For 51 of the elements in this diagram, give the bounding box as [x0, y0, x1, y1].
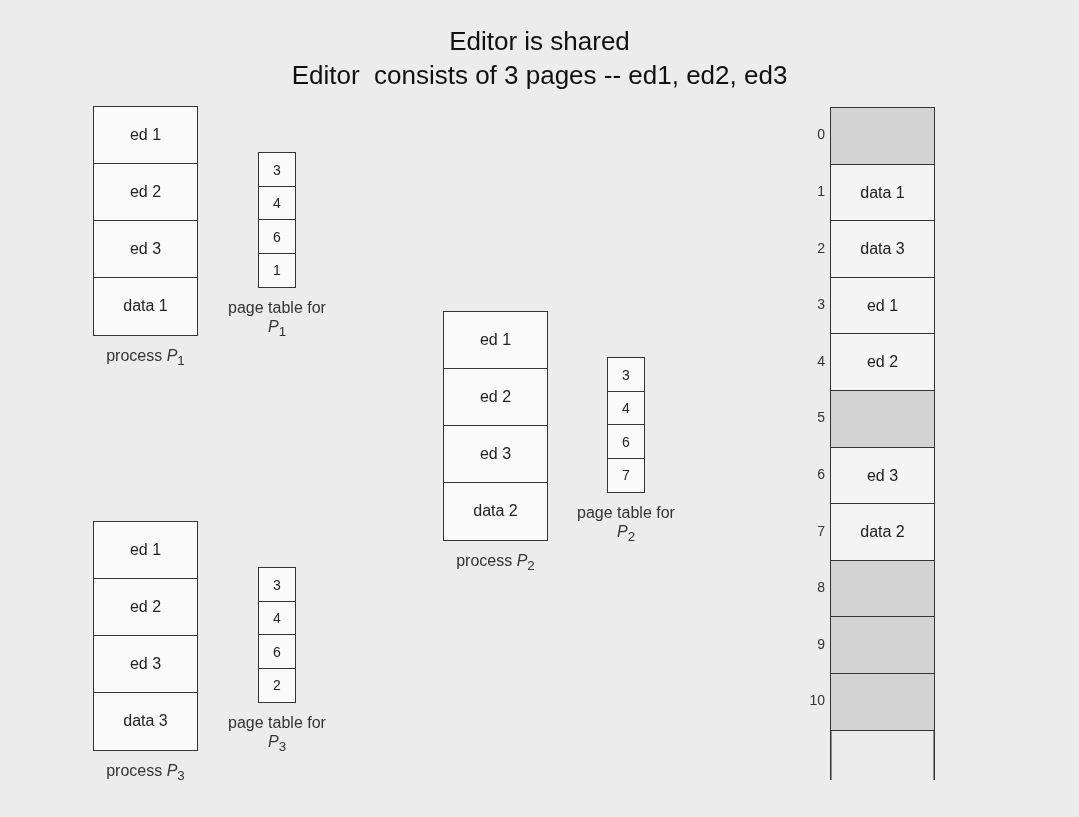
frame-number: 9 — [816, 635, 825, 652]
page-cell: ed 2 — [93, 578, 198, 637]
memory-frame — [830, 107, 935, 166]
page-cell: data 2 — [443, 482, 548, 541]
page-table-caption: page table for P$_{2}$ — [577, 503, 675, 547]
memory-frame: data 3 — [830, 220, 935, 279]
frame-number: 1 — [816, 182, 825, 199]
page-cell: ed 2 — [93, 163, 198, 222]
page-table-entry: 1 — [258, 252, 296, 288]
frame-number: 6 — [816, 465, 825, 482]
page-cell: ed 3 — [93, 220, 198, 279]
memory-frame: ed 2 — [830, 333, 935, 392]
frame-number: 4 — [816, 352, 825, 369]
page-cell: data 3 — [93, 692, 198, 751]
process-caption: process P$_{2}$ — [455, 551, 536, 576]
process-caption: process P$_{1}$ — [105, 346, 186, 371]
page-table-caption: page table for P$_{1}$ — [228, 298, 326, 342]
page-table-entry: 7 — [607, 457, 645, 493]
frame-number: 2 — [816, 239, 825, 256]
memory-frame — [830, 673, 935, 732]
page-cell: data 1 — [93, 277, 198, 336]
memory-frame — [830, 559, 935, 618]
page-table-entry: 6 — [258, 634, 296, 669]
page-table-entry: 3 — [258, 567, 296, 602]
memory-frame: data 2 — [830, 503, 935, 562]
page-table-entry: 3 — [258, 152, 296, 187]
page-table-entry: 6 — [607, 424, 645, 459]
frame-number: 8 — [816, 579, 825, 596]
page-table-caption: page table for P$_{3}$ — [228, 713, 326, 757]
memory-frame — [830, 616, 935, 675]
memory-frame — [830, 390, 935, 449]
page-table-entry: 2 — [258, 667, 296, 703]
page-cell: ed 1 — [443, 311, 548, 370]
page-cell: ed 3 — [443, 425, 548, 484]
memory-frame: data 1 — [830, 163, 935, 222]
frame-number: 7 — [816, 522, 825, 539]
frame-number: 0 — [816, 126, 825, 143]
page-table-entry: 6 — [258, 219, 296, 254]
subtitle: Editor consists of 3 pages -- ed1, ed2, ed3 — [290, 60, 789, 91]
process-caption: process P$_{3}$ — [105, 761, 186, 786]
memory-frame: ed 1 — [830, 276, 935, 335]
page-cell: ed 1 — [93, 521, 198, 580]
page-cell: ed 1 — [93, 106, 198, 165]
page-table-entry: 3 — [607, 357, 645, 392]
frame-number: 5 — [816, 409, 825, 426]
page-cell: ed 3 — [93, 635, 198, 694]
title: Editor is shared — [448, 26, 631, 57]
frame-number: 10 — [808, 692, 825, 709]
page-cell: ed 2 — [443, 368, 548, 427]
memory-frame: ed 3 — [830, 446, 935, 505]
frame-number: 3 — [816, 296, 825, 313]
